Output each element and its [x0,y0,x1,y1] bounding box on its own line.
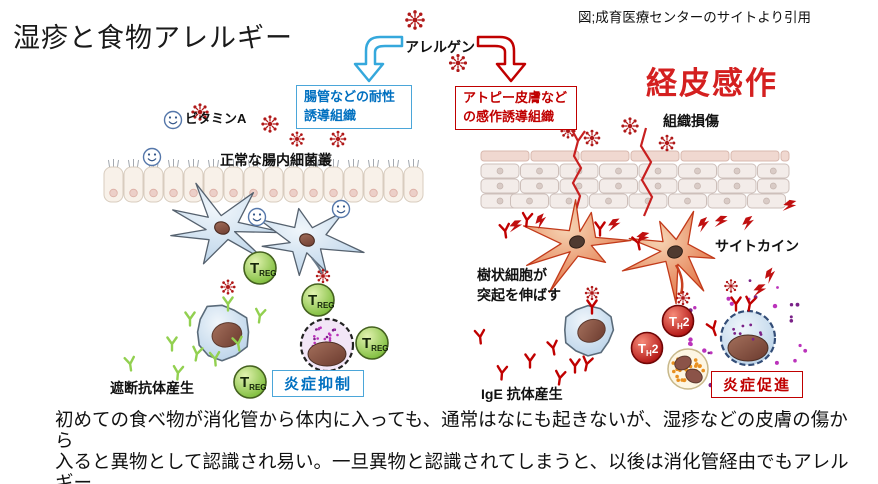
dendritic-extends-line1: 樹状細胞が [477,267,547,283]
normal-flora-label: 正常な腸内細菌叢 [220,152,332,168]
antibody-icon [473,328,487,346]
cytokine-label: サイトカイン [715,238,799,254]
percutaneous-sensitization-label: 経皮感作 [646,66,778,101]
allergen-icon [675,290,691,306]
caption-paragraph: 初めての食べ物が消化管から体内に入っても、通常はなにも起きないが、湿疹などの皮膚… [55,409,849,484]
b-cell-left [196,304,250,362]
tolerance-tissue-line2: 誘導組織 [304,107,357,123]
tolerance-tissue-line1: 腸管などの耐性 [304,89,396,104]
antibody-icon [569,358,581,374]
allergen-icon [260,114,280,134]
blue-arrow [353,35,404,83]
cytokine-icon [741,215,755,231]
tissue-damage-label: 組織損傷 [663,113,719,129]
skin-layers [480,150,790,209]
antibody-icon [189,345,204,363]
antibody-icon [579,355,594,373]
antibody-icon [524,353,536,369]
dendritic-cells-right [522,199,716,305]
antibody-icon [546,339,561,357]
allergen-icon [723,278,739,294]
plasma-cell [299,317,355,373]
antibody-icon [166,336,178,352]
tolerance-tissue-box: 腸管などの耐性 誘導組織 [296,85,412,129]
b-cell-right [564,304,615,357]
antibody-icon [498,222,512,240]
antibody-icon [495,364,509,382]
bacteria-icon [163,110,183,130]
svg-text:TH2: TH2 [669,314,690,331]
antibody-icon [184,311,196,327]
cytokine-icon [696,216,711,233]
allergen-icon [219,278,237,296]
mast-cell [719,309,777,367]
dendritic-extends-label: 樹状細胞が 突起を伸ばす [477,265,561,306]
bacteria-icon [142,147,162,167]
antibody-icon [705,320,722,338]
svg-text:TH2: TH2 [638,341,659,358]
red-arrow [476,35,527,83]
allergen-arrows [353,35,527,83]
citation-text: 図;成育医療センターのサイトより引用 [578,10,811,25]
skin-cracks [571,127,654,217]
sensitization-tissue-box: アトピー皮膚など の感作誘導組織 [455,86,577,130]
blocking-antibody-label: 遮断抗体産生 [110,380,194,396]
vitamin-a-label: ビタミンA [185,111,247,126]
cytokine-icon [607,217,621,233]
antibody-icon [594,221,606,237]
allergen-icon [583,129,601,147]
allergen-icon [584,285,600,301]
inflammation-promotion-box: 炎症促進 [711,371,804,398]
cytokine-icon [508,218,523,235]
bacteria-icon [247,207,267,227]
allergen-icon [288,130,306,148]
antibody-icon [553,369,567,387]
antibody-icon [520,211,534,229]
ige-production-label: IgE 抗体産生 [481,386,563,402]
cytokine-icon [762,267,779,285]
sensitization-tissue-line2: の感作誘導組織 [463,108,555,124]
allergen-label: アレルゲン [405,39,475,55]
antibody-icon [123,355,137,373]
inflammation-suppression-box: 炎症抑制 [272,370,365,397]
bacteria-icon [331,199,351,219]
cytokine-icon [713,213,729,230]
allergen-icon [658,134,676,152]
allergen-icon [315,268,331,284]
allergen-icon [329,130,347,148]
antibody-icon [253,307,267,325]
page-title: 湿疹と食物アレルギー [13,23,293,53]
sensitization-tissue-line1: アトピー皮膚など [463,90,568,105]
intestinal-epithelium [103,159,424,203]
allergen-icon [620,116,640,136]
eosinophil [667,348,709,390]
allergen-icon [404,9,426,31]
dendritic-extends-line2: 突起を伸ばす [477,287,561,304]
